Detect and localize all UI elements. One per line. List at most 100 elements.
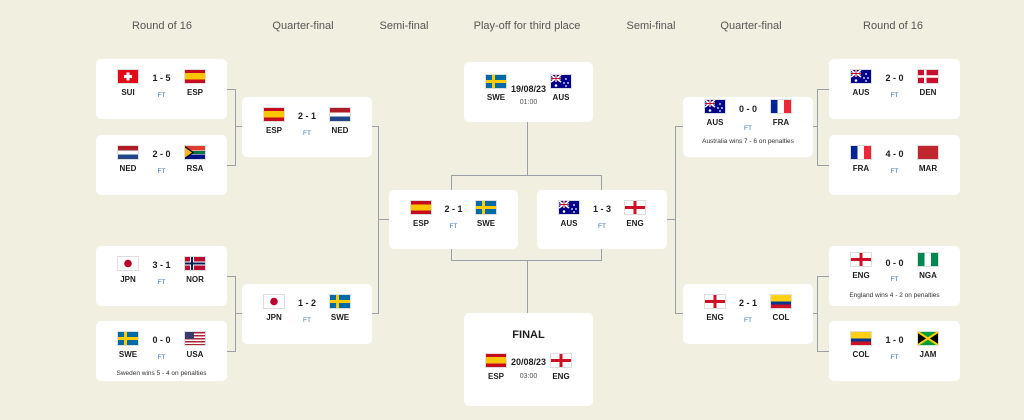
team-away: SWE <box>468 200 504 228</box>
flag-colombia-icon <box>850 331 872 346</box>
flag-england-icon <box>550 353 572 368</box>
team-away: FRA <box>763 99 799 127</box>
team-code: SWE <box>476 219 496 228</box>
team-away: NOR <box>177 256 213 284</box>
flag-nigeria-icon <box>917 252 939 267</box>
final-title: FINAL <box>512 329 545 341</box>
team-code: JPN <box>120 275 136 284</box>
flag-colombia-icon <box>770 294 792 309</box>
header-round-of-16-right: Round of 16 <box>863 20 923 32</box>
penalty-note: Sweden wins 5 - 4 on penalties <box>116 370 207 377</box>
header-third-place: Play-off for third place <box>473 20 581 32</box>
match-card-final[interactable]: FINAL ESP 20/08/23 03:00 ENG <box>464 313 593 406</box>
team-away: USA <box>177 331 213 359</box>
team-away: MAR <box>910 145 946 173</box>
match-status: FT <box>303 130 311 137</box>
flag-jamaica-icon <box>917 331 939 346</box>
match-status: FT <box>744 125 752 132</box>
flag-spain-icon <box>485 353 507 368</box>
match-card-jpn-swe[interactable]: JPN 1 - 2 FT SWE <box>242 284 372 344</box>
flag-netherlands-icon <box>117 145 139 160</box>
match-time: 03:00 <box>519 373 538 380</box>
flag-france-icon <box>770 99 792 114</box>
match-card-swe-usa[interactable]: SWE 0 - 0 FT USA Sweden wins 5 - 4 on pe… <box>96 321 227 381</box>
match-card-aus-den[interactable]: AUS 2 - 0 FT DEN <box>829 59 960 119</box>
team-home: NED <box>110 145 146 173</box>
match-status: FT <box>449 223 458 230</box>
team-code: SUI <box>121 88 135 97</box>
team-home: JPN <box>256 294 292 322</box>
match-card-jpn-nor[interactable]: JPN 3 - 1 FT NOR <box>96 246 227 306</box>
flag-england-icon <box>624 200 646 215</box>
team-code: ENG <box>552 372 570 381</box>
match-card-eng-col[interactable]: ENG 2 - 1 FT COL <box>683 284 813 344</box>
match-score: 3 - 1 <box>152 260 171 270</box>
match-date: 20/08/23 <box>510 357 547 367</box>
match-card-third-place[interactable]: SWE 19/08/23 01:00 AUS <box>464 62 593 122</box>
match-card-aus-fra[interactable]: AUS 0 - 0 FT FRA Australia wins 7 - 6 on… <box>683 97 813 157</box>
match-card-fra-mar[interactable]: FRA 4 - 0 FT MAR <box>829 135 960 195</box>
penalty-note: Australia wins 7 - 6 on penalties <box>702 138 794 145</box>
match-score: 2 - 0 <box>885 73 904 83</box>
header-quarter-final-right: Quarter-final <box>720 20 782 32</box>
flag-netherlands-icon <box>329 107 351 122</box>
flag-australia-icon <box>704 99 726 114</box>
penalty-note: England wins 4 - 2 on penalties <box>849 292 940 299</box>
team-code: NGA <box>919 271 937 280</box>
team-code: ESP <box>412 219 429 228</box>
flag-norway-icon <box>184 256 206 271</box>
match-card-eng-nga[interactable]: ENG 0 - 0 FT NGA England wins 4 - 2 on p… <box>829 246 960 306</box>
team-away: COL <box>763 294 799 322</box>
match-score: 2 - 1 <box>297 111 316 121</box>
team-code: NED <box>331 126 349 135</box>
match-card-sui-esp[interactable]: SUI 1 - 5 FT ESP <box>96 59 227 119</box>
header-semi-final-left: Semi-final <box>379 20 429 32</box>
team-home: FRA <box>843 145 879 173</box>
team-code: ESP <box>487 372 504 381</box>
flag-spain-icon <box>184 69 206 84</box>
match-score: 4 - 0 <box>885 149 904 159</box>
team-code: JPN <box>266 313 282 322</box>
team-code: JAM <box>919 350 937 359</box>
flag-spain-icon <box>263 107 285 122</box>
match-card-esp-ned[interactable]: ESP 2 - 1 FT NED <box>242 97 372 157</box>
team-code: DEN <box>919 88 937 97</box>
team-code: SWE <box>330 313 350 322</box>
team-code: AUS <box>706 118 724 127</box>
team-code: FRA <box>772 118 790 127</box>
match-status: FT <box>890 92 899 99</box>
match-score: 1 - 0 <box>885 335 904 345</box>
team-home: ENG <box>843 252 879 280</box>
match-status: FT <box>157 354 166 361</box>
team-home: SWE <box>478 74 514 102</box>
team-home: AUS <box>697 99 733 127</box>
match-card-esp-swe[interactable]: ESP 2 - 1 FT SWE <box>389 190 518 249</box>
team-code: SWE <box>486 93 506 102</box>
team-home: ESP <box>478 353 514 381</box>
team-home: ENG <box>697 294 733 322</box>
match-score: 0 - 0 <box>885 258 904 268</box>
team-home: COL <box>843 331 879 359</box>
team-away: NGA <box>910 252 946 280</box>
team-code: MAR <box>918 164 938 173</box>
flag-sweden-icon <box>329 294 351 309</box>
match-card-aus-eng[interactable]: AUS 1 - 3 FT ENG <box>537 190 667 249</box>
team-code: COL <box>852 350 870 359</box>
team-home: ESP <box>403 200 439 228</box>
flag-england-icon <box>850 252 872 267</box>
team-away: SWE <box>322 294 358 322</box>
team-code: SWE <box>118 350 138 359</box>
team-code: NED <box>119 164 137 173</box>
match-card-col-jam[interactable]: COL 1 - 0 FT JAM <box>829 321 960 381</box>
header-quarter-final-left: Quarter-final <box>272 20 334 32</box>
team-code: AUS <box>552 93 570 102</box>
team-code: RSA <box>186 164 204 173</box>
team-home: ESP <box>256 107 292 135</box>
match-card-ned-rsa[interactable]: NED 2 - 0 FT RSA <box>96 135 227 195</box>
team-home: SUI <box>110 69 146 97</box>
match-status: FT <box>890 354 899 361</box>
team-code: ESP <box>186 88 203 97</box>
team-away: ENG <box>617 200 653 228</box>
match-status: FT <box>598 223 606 230</box>
flag-denmark-icon <box>917 69 939 84</box>
